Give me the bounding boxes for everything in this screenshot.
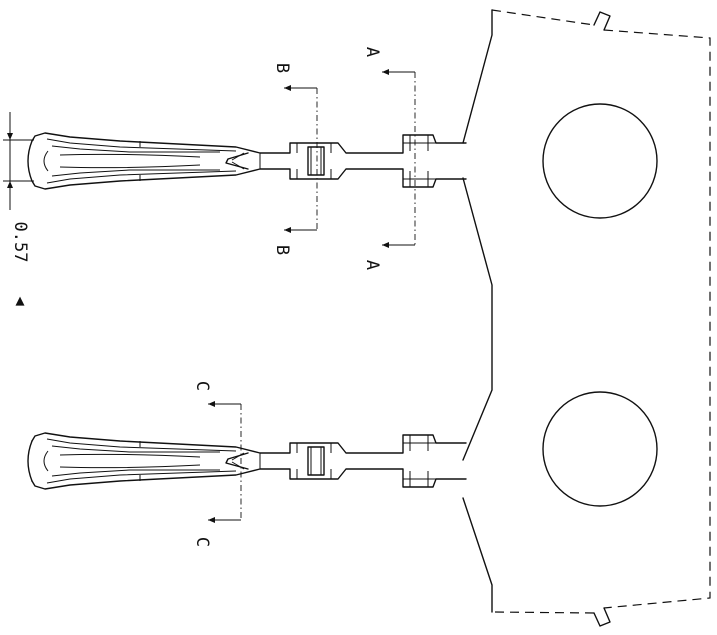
section-label-c-bottom: C (192, 537, 212, 547)
dimension-value: 0.57 (10, 222, 30, 263)
dimension-marker-icon: ▲ (15, 291, 24, 309)
section-line-a (382, 69, 416, 248)
section-label-b-bottom: B (272, 245, 292, 255)
pilot-hole-lower (542, 391, 658, 507)
carrier-strip (462, 9, 711, 627)
section-label-a-bottom: A (362, 260, 382, 270)
section-label-b-top: B (272, 63, 292, 73)
terminal-lower (27, 432, 467, 490)
section-line-b (284, 85, 318, 233)
terminal-upper (27, 132, 467, 190)
dimension-0-57 (3, 112, 34, 210)
pilot-hole-upper (542, 103, 658, 219)
section-line-c (208, 401, 242, 523)
section-label-c-top: C (192, 381, 212, 391)
section-label-a-top: A (362, 47, 382, 57)
